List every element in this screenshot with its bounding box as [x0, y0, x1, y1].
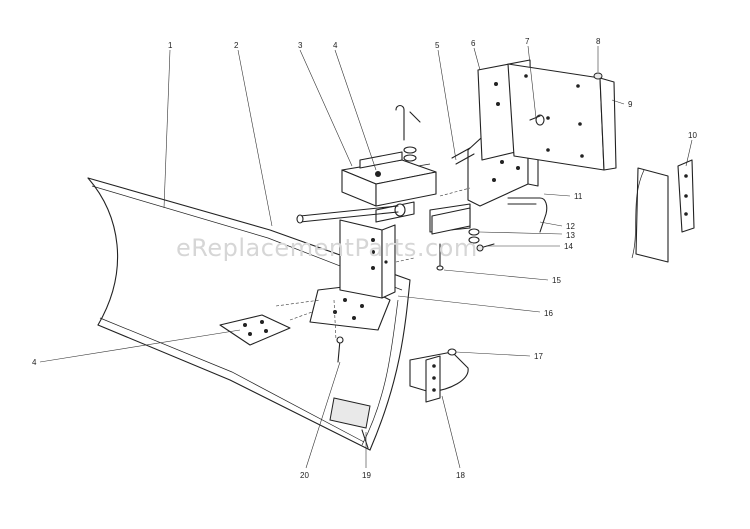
callout-6: 6	[471, 39, 476, 48]
left-plate	[219, 314, 291, 346]
alignment-lines	[275, 187, 471, 341]
callout-19: 19	[362, 471, 371, 480]
callout-5: 5	[435, 41, 440, 50]
cross-tube	[431, 197, 548, 252]
callout-17: 17	[534, 352, 543, 361]
pin-15	[436, 243, 444, 271]
skid-shoe	[409, 348, 469, 403]
bolt-washer	[395, 104, 421, 162]
callout-15: 15	[552, 276, 561, 285]
callout-7: 7	[525, 37, 530, 46]
callout-8: 8	[596, 37, 601, 46]
side-brackets	[631, 159, 695, 263]
mounting-frame	[507, 63, 617, 171]
pin-5	[451, 147, 475, 165]
callout-16: 16	[544, 309, 553, 318]
callout-10: 10	[688, 131, 697, 140]
callouts: 1 2 3 4 4 5 6 7 8 9 10 11 12 13 14 15 16…	[32, 37, 697, 480]
callout-14: 14	[564, 242, 573, 251]
wear-plate	[329, 397, 371, 449]
watermark-text: eReplacementParts.com	[176, 234, 478, 262]
leader-lines	[39, 45, 693, 469]
callout-13: 13	[566, 231, 575, 240]
callout-20: 20	[300, 471, 309, 480]
bolt-20	[336, 336, 344, 363]
blade-bracket	[339, 219, 396, 299]
callout-3: 3	[298, 41, 303, 50]
callout-12: 12	[566, 222, 575, 231]
callout-11: 11	[574, 192, 583, 201]
callout-18: 18	[456, 471, 465, 480]
clamp-bracket	[341, 151, 437, 207]
callout-4-upper: 4	[333, 41, 338, 50]
callout-9: 9	[628, 100, 633, 109]
callout-4-lower: 4	[32, 358, 37, 367]
callout-2: 2	[234, 41, 239, 50]
callout-1: 1	[168, 41, 173, 50]
long-pin	[296, 205, 399, 224]
